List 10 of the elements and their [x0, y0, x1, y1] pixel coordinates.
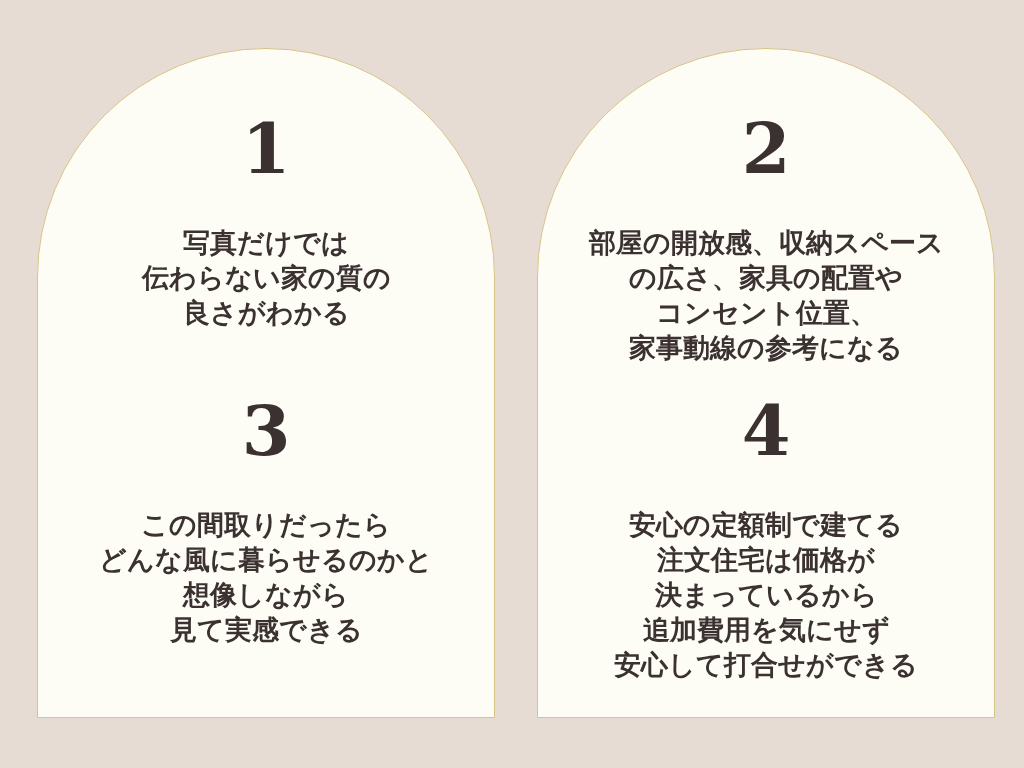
description-text: 安心の定額制で建てる注文住宅は価格が決まっているから追加費用を気にせず安心して打合せができる	[613, 508, 919, 682]
step-number: 1	[240, 109, 292, 189]
arch-panel	[37, 48, 495, 718]
step-number: 3	[240, 391, 292, 471]
arch-panel	[537, 48, 995, 718]
step-number: 4	[740, 391, 792, 471]
description-text: 部屋の開放感、収納スペースの広さ、家具の配置やコンセント位置、家事動線の参考になる	[587, 226, 945, 365]
description-text: この間取りだったらどんな風に暮らせるのかと想像しながら見て実感できる	[98, 508, 434, 647]
step-number: 2	[740, 109, 792, 189]
description-text: 写真だけでは伝わらない家の質の良さがわかる	[140, 226, 392, 330]
